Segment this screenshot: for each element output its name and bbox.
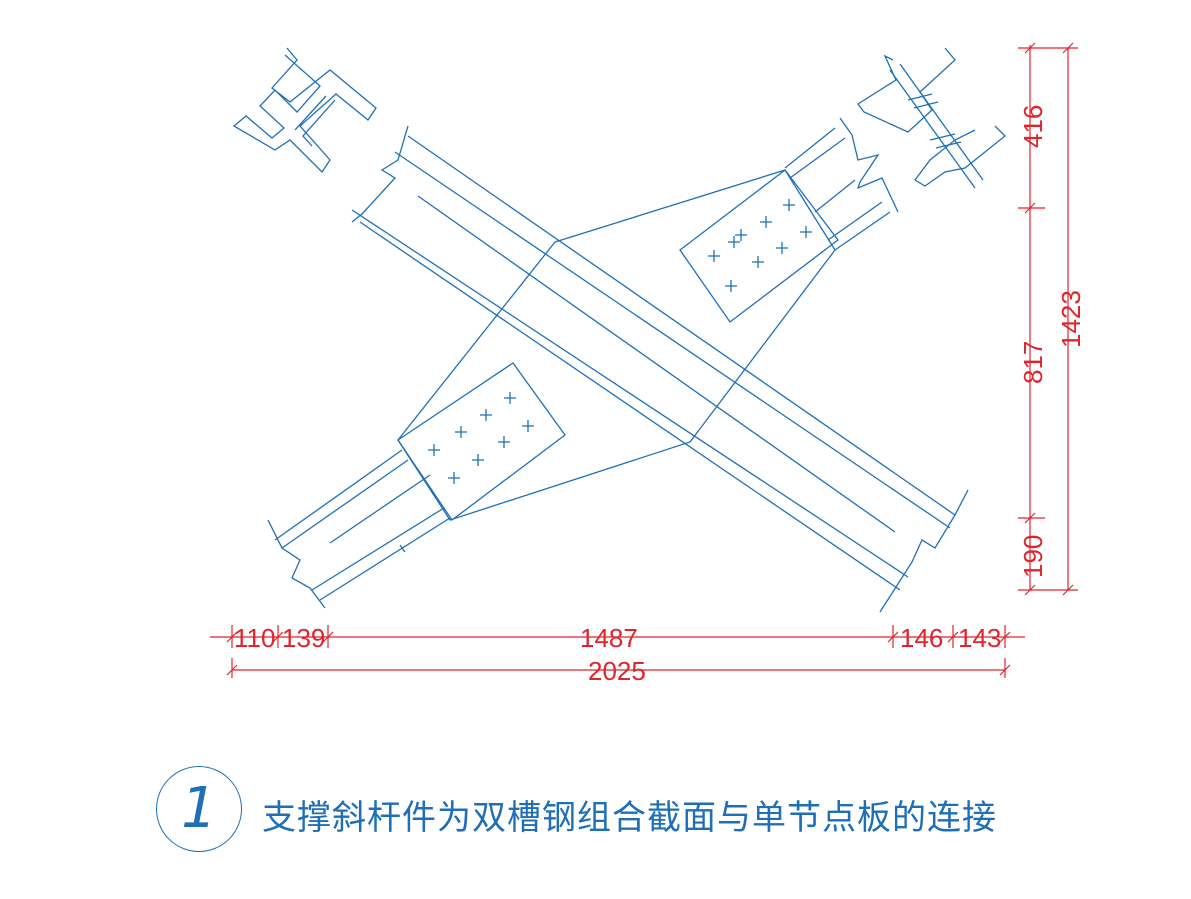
detail-number: 1 bbox=[181, 776, 217, 841]
brace-member-main bbox=[351, 125, 969, 613]
brace-member-upper-right bbox=[784, 117, 899, 251]
dim-1487: 1487 bbox=[580, 623, 638, 653]
bolt-group-upper-right bbox=[708, 199, 812, 292]
dim-139: 139 bbox=[282, 623, 325, 653]
dim-416: 416 bbox=[1018, 105, 1048, 148]
dim-817: 817 bbox=[1018, 341, 1048, 384]
detail-marker-circle bbox=[156, 766, 242, 852]
drawing-title: 支撑斜杆件为双槽钢组合截面与单节点板的连接 bbox=[262, 798, 997, 838]
dim-190: 190 bbox=[1018, 535, 1048, 578]
dimension-lines bbox=[210, 42, 1078, 678]
steel-geometry bbox=[232, 47, 1006, 613]
dim-146: 146 bbox=[900, 623, 943, 653]
brace-member-lower-left bbox=[267, 449, 451, 609]
dim-110: 110 bbox=[234, 623, 275, 653]
bolt-group-lower-left bbox=[428, 392, 534, 484]
splice-plate-lower-left bbox=[397, 362, 566, 521]
dim-1423: 1423 bbox=[1056, 290, 1086, 348]
dim-2025: 2025 bbox=[588, 656, 646, 686]
channel-section-right bbox=[857, 47, 1006, 189]
splice-plate-upper-right bbox=[679, 169, 839, 323]
channel-section-left bbox=[232, 47, 377, 174]
dim-143: 143 bbox=[958, 623, 1001, 653]
